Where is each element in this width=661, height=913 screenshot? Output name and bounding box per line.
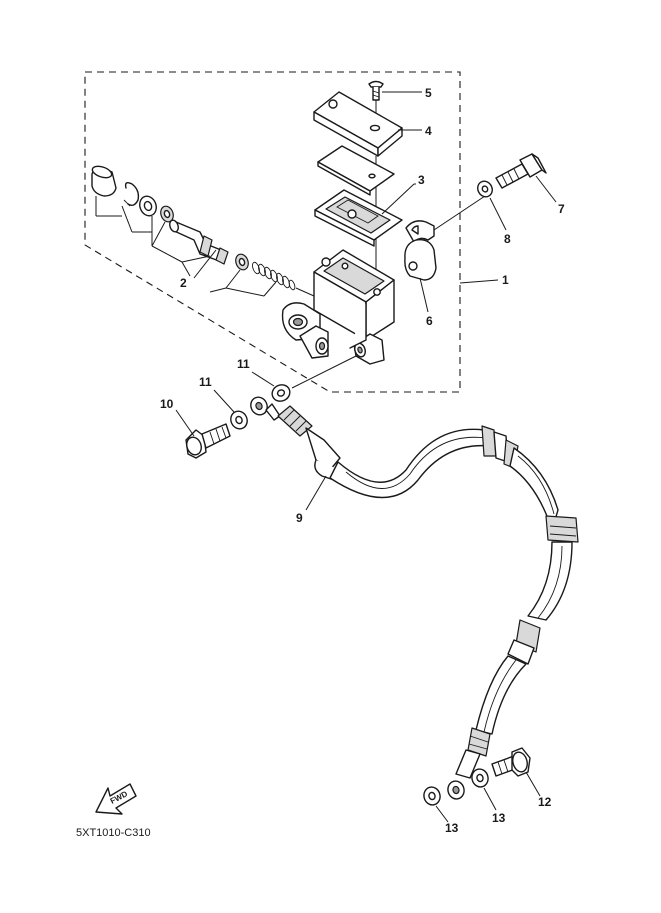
union-bolt-upper[interactable] [184, 423, 231, 459]
union-bolt-lower[interactable] [491, 747, 531, 777]
copper-washer-caliper-outer[interactable] [470, 767, 490, 789]
reservoir-cap[interactable] [313, 91, 403, 157]
piston-washer[interactable] [137, 194, 159, 218]
callout-5: 5 [425, 86, 432, 100]
piston-dust-boot[interactable] [91, 164, 117, 197]
callout-3: 3 [418, 173, 425, 187]
callout-6: 6 [426, 314, 433, 328]
forward-direction-arrow: FWD [95, 783, 137, 815]
copper-washer-caliper-inner[interactable] [422, 785, 442, 807]
piston-cup[interactable] [234, 252, 251, 271]
callout-11-lower: 11 [199, 375, 212, 389]
callout-7: 7 [558, 202, 565, 216]
callout-9: 9 [296, 511, 303, 525]
callout-11-upper: 11 [237, 357, 250, 371]
copper-washer-lower[interactable] [228, 408, 250, 431]
circlip[interactable] [123, 181, 140, 207]
cap-screw[interactable] [368, 80, 384, 101]
holder-bolt[interactable] [495, 153, 547, 189]
copper-washer-upper[interactable] [269, 382, 292, 404]
callout-1: 1 [502, 273, 509, 287]
callout-12: 12 [538, 795, 552, 809]
diaphragm-plate[interactable] [317, 145, 395, 196]
diagram-code: 5XT1010-C310 [76, 827, 151, 839]
piston-seal-outer[interactable] [159, 204, 176, 223]
master-cylinder-body[interactable] [281, 249, 395, 365]
callout-4: 4 [425, 124, 432, 138]
callout-10: 10 [160, 397, 174, 411]
assembly-boundary [84, 71, 461, 393]
callout-2: 2 [180, 276, 187, 290]
brake-hose[interactable] [248, 394, 579, 800]
holder-washer[interactable] [475, 179, 495, 200]
callout-13-right: 13 [492, 811, 506, 825]
callout-13-left: 13 [445, 821, 459, 835]
handlebar-holder[interactable] [404, 220, 437, 281]
piston[interactable] [168, 219, 229, 265]
callout-8: 8 [504, 232, 511, 246]
kit-bracket [95, 196, 277, 297]
diaphragm-gasket[interactable] [314, 189, 403, 247]
return-spring[interactable] [251, 261, 296, 291]
